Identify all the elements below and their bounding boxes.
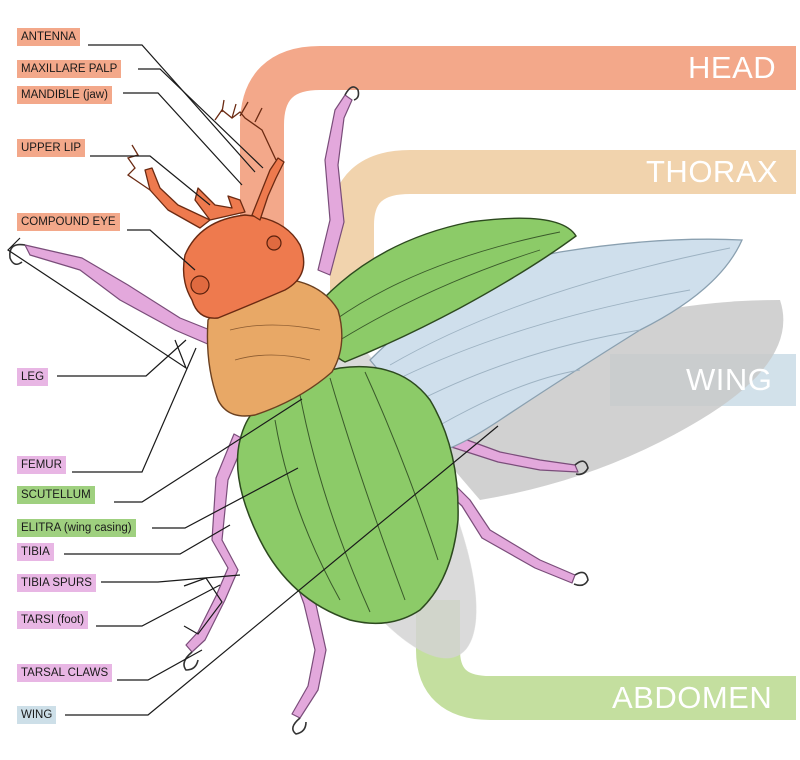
region-thorax-label: THORAX: [646, 154, 779, 189]
label-wing: WING: [17, 706, 57, 724]
label-upper-lip: UPPER LIP: [17, 139, 86, 157]
thorax-band: [330, 150, 796, 292]
region-abdomen-label: ABDOMEN: [612, 680, 773, 715]
compound-eye-shape: [190, 275, 210, 295]
beetle-legs: [8, 86, 589, 735]
elytra-grooves: [274, 371, 439, 613]
label-maxillare-palp: MAXILLARE PALP: [17, 60, 122, 78]
mandibles: [144, 157, 285, 229]
label-tibia-spurs: TIBIA SPURS: [17, 574, 96, 592]
lifted-elytron: [321, 217, 577, 363]
region-head-label: HEAD: [688, 50, 777, 85]
label-tarsi: TARSI (foot): [17, 611, 89, 629]
front-right-leg: [317, 94, 353, 276]
elytra-body: [236, 365, 459, 625]
label-scutellum: SCUTELLUM: [17, 486, 95, 504]
antennae: [126, 99, 277, 191]
head-band: [240, 46, 796, 240]
label-compound-eye: COMPOUND EYE: [17, 213, 120, 231]
label-antenna: ANTENNA: [17, 28, 80, 46]
middle-left-leg: [185, 433, 246, 653]
label-elitra: ELITRA (wing casing): [17, 519, 136, 537]
leader-lines: [7, 44, 499, 716]
wing-veins: [389, 247, 731, 426]
middle-right-leg: [435, 429, 579, 473]
label-leg: LEG: [17, 368, 49, 386]
label-tibia: TIBIA: [17, 543, 54, 561]
label-tarsal-claws: TARSAL CLAWS: [17, 664, 113, 682]
region-wing-label: WING: [686, 362, 773, 397]
label-femur: FEMUR: [17, 456, 66, 474]
label-mandible: MANDIBLE (jaw): [17, 86, 112, 104]
